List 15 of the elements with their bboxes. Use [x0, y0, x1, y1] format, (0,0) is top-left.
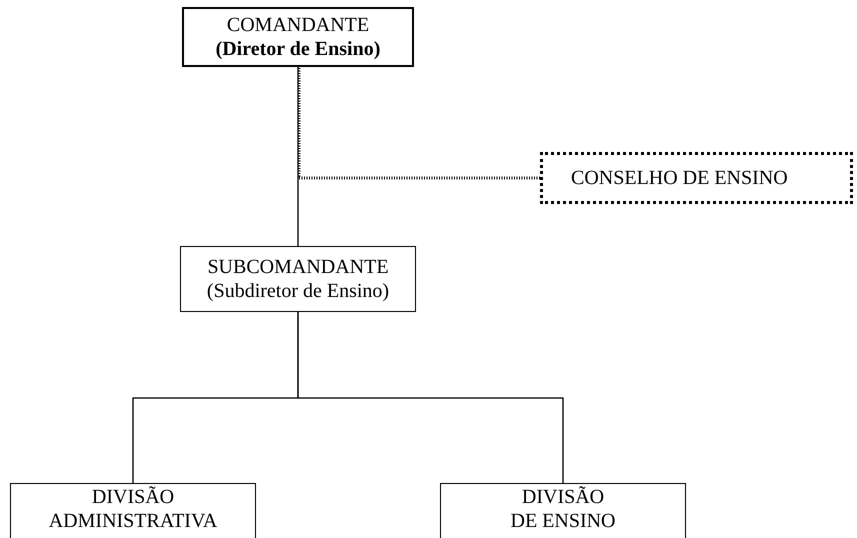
council-box	[540, 152, 853, 204]
node-title: COMANDANTE	[226, 13, 370, 37]
connector-line	[297, 312, 564, 483]
connector-line	[298, 67, 540, 180]
commander-box	[182, 7, 414, 67]
node-title: DIVISÃO ADMINISTRATIVA	[48, 484, 218, 532]
subcommander-box	[180, 246, 416, 312]
node-subtitle: (Diretor de Ensino)	[216, 37, 380, 61]
node-title: DIVISÃO DE ENSINO	[510, 484, 616, 532]
connector-line	[297, 67, 299, 246]
node-subtitle: (Subdiretor de Ensino)	[206, 279, 390, 303]
node-title: CONSELHO DE ENSINO	[571, 166, 788, 190]
node-title: SUBCOMANDANTE	[207, 255, 389, 279]
division-box	[440, 483, 686, 538]
division-box	[10, 483, 256, 538]
